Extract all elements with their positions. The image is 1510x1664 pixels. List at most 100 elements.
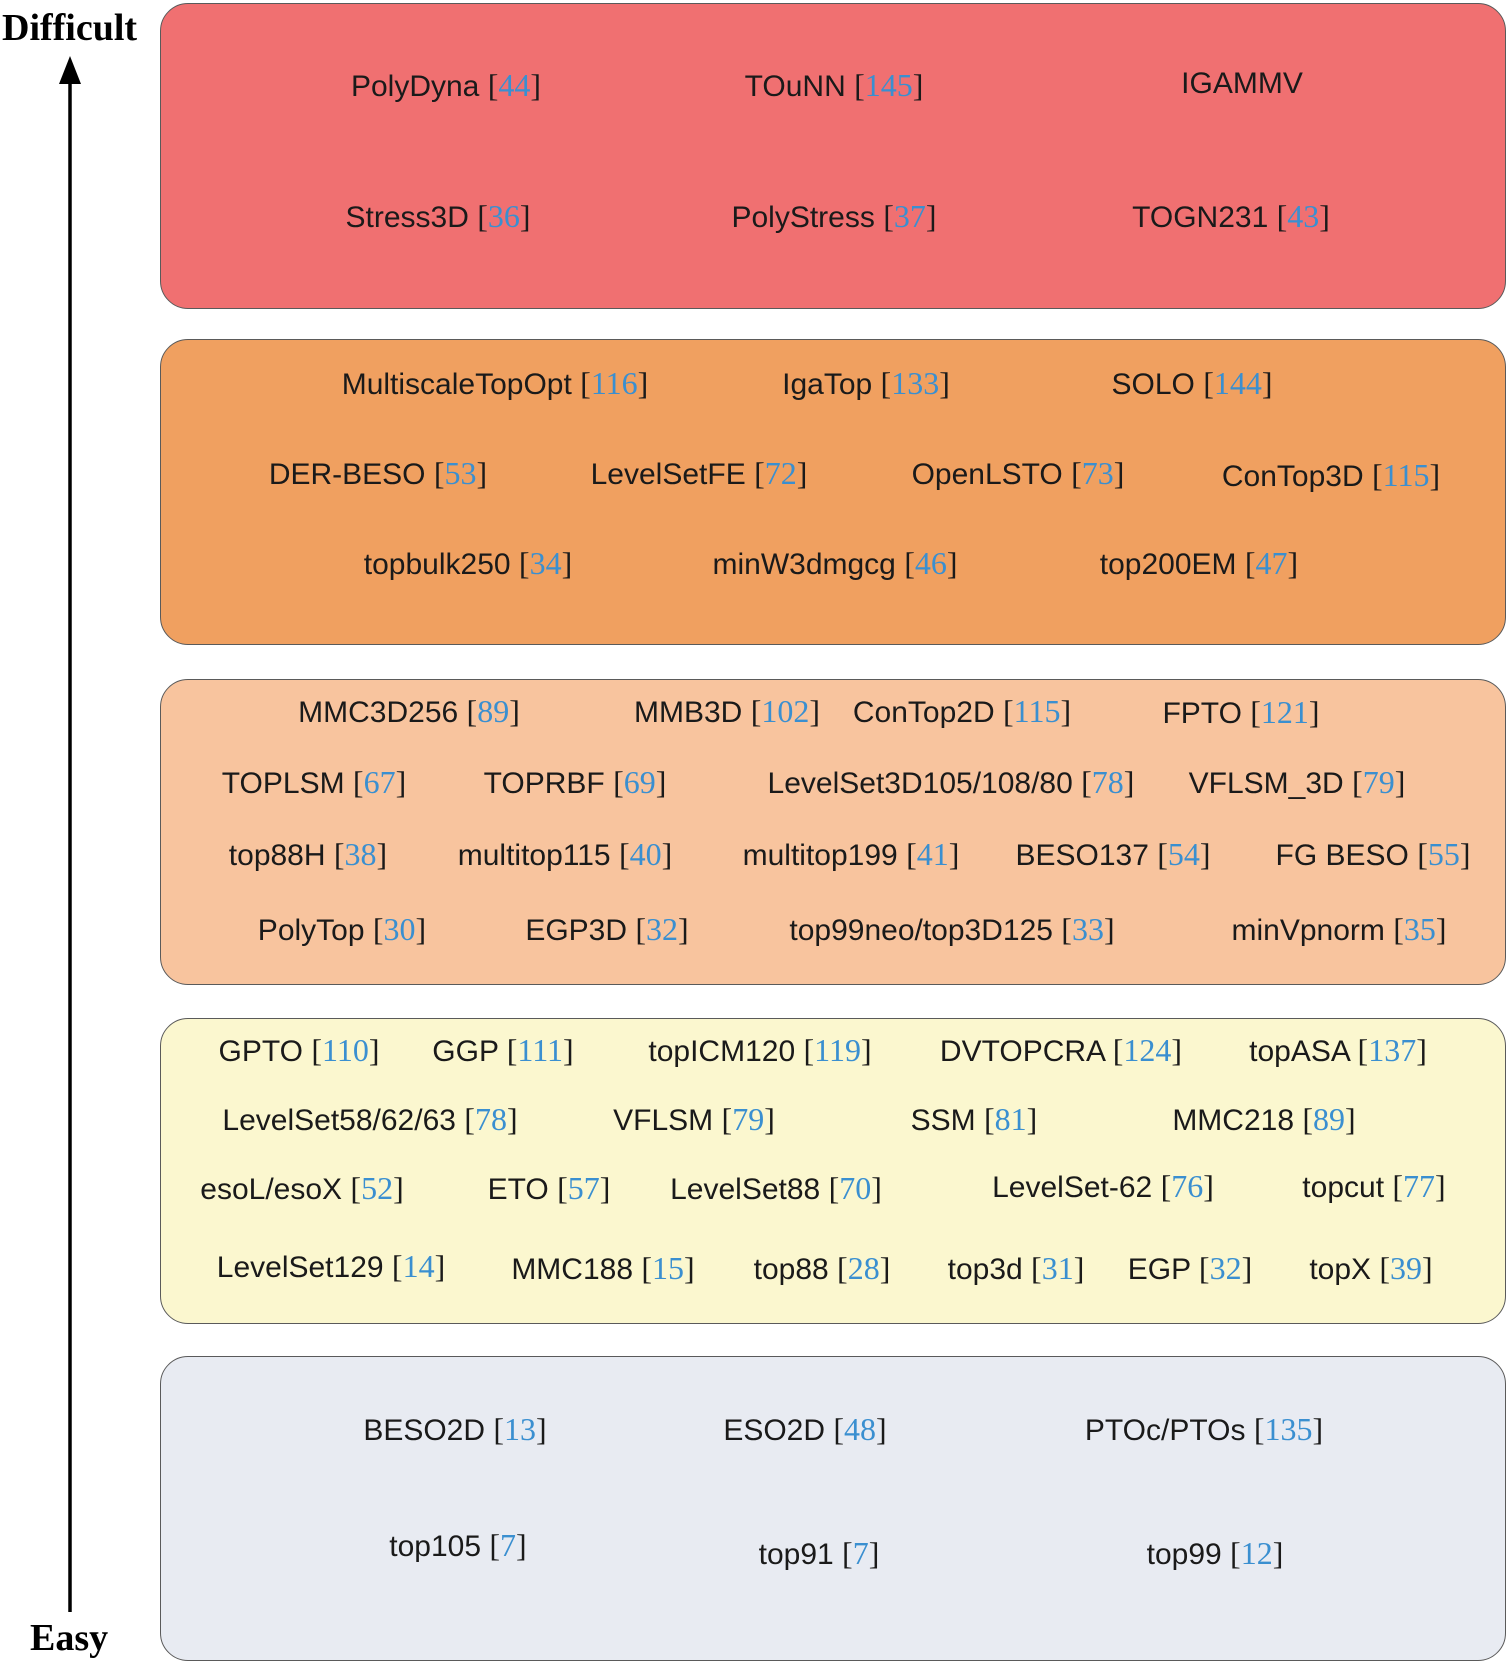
code-item: LevelSet129 [14]: [216, 1248, 446, 1284]
code-name: PolyTop: [257, 914, 365, 947]
code-name: MMC218: [1172, 1104, 1295, 1137]
code-item: multitop115 [40]: [457, 836, 673, 872]
code-item: multitop199 [41]: [742, 836, 960, 872]
reference-number[interactable]: 79: [1362, 764, 1395, 800]
code-name: top3d: [947, 1253, 1023, 1286]
code-item: PolyStress [37]: [731, 198, 937, 234]
reference-number[interactable]: 12: [1240, 1535, 1273, 1571]
code-item: SOLO [144]: [1111, 365, 1273, 401]
code-item: top88H [38]: [228, 836, 388, 872]
reference-number[interactable]: 7: [852, 1535, 869, 1571]
reference-number[interactable]: 39: [1390, 1250, 1423, 1286]
code-name: IGAMMV: [1181, 67, 1303, 100]
code-item: topASA [137]: [1249, 1032, 1427, 1068]
reference-number[interactable]: 7: [500, 1527, 517, 1563]
reference-number[interactable]: 47: [1255, 545, 1288, 581]
code-name: top200EM: [1099, 548, 1237, 581]
reference-number[interactable]: 145: [864, 67, 913, 103]
code-name: multitop115: [457, 839, 611, 872]
reference-number[interactable]: 89: [477, 693, 510, 729]
reference-number[interactable]: 110: [322, 1032, 369, 1068]
reference-number[interactable]: 37: [893, 198, 926, 234]
reference-number[interactable]: 144: [1213, 365, 1262, 401]
reference-number[interactable]: 38: [344, 836, 377, 872]
reference-number[interactable]: 72: [764, 455, 797, 491]
code-name: TOPLSM: [221, 767, 345, 800]
reference-number[interactable]: 52: [361, 1170, 394, 1206]
reference-number[interactable]: 78: [1091, 764, 1124, 800]
reference-number[interactable]: 133: [891, 365, 940, 401]
reference-number[interactable]: 34: [529, 545, 562, 581]
reference-number[interactable]: 111: [517, 1032, 564, 1068]
reference-number[interactable]: 73: [1081, 455, 1114, 491]
reference-number[interactable]: 67: [363, 764, 396, 800]
code-item: DER-BESO [53]: [268, 455, 488, 491]
reference-number[interactable]: 46: [914, 545, 947, 581]
reference-number[interactable]: 102: [761, 693, 810, 729]
reference-number[interactable]: 115: [1382, 457, 1430, 493]
code-name: topX: [1309, 1253, 1372, 1286]
reference-number[interactable]: 36: [487, 198, 520, 234]
code-name: top88H: [228, 839, 326, 872]
reference-number[interactable]: 119: [814, 1032, 861, 1068]
reference-number[interactable]: 89: [1313, 1101, 1346, 1137]
reference-number[interactable]: 81: [994, 1101, 1027, 1137]
reference-number[interactable]: 76: [1171, 1168, 1204, 1204]
reference-number[interactable]: 79: [732, 1101, 765, 1137]
reference-number[interactable]: 14: [402, 1248, 435, 1284]
code-item: MMC218 [89]: [1172, 1101, 1356, 1137]
code-name: EGP3D: [525, 914, 628, 947]
reference-number[interactable]: 32: [646, 911, 679, 947]
reference-number[interactable]: 48: [844, 1411, 877, 1447]
code-name: EGP: [1127, 1253, 1191, 1286]
reference-number[interactable]: 43: [1287, 198, 1320, 234]
reference-number[interactable]: 69: [623, 764, 656, 800]
reference-number[interactable]: 57: [567, 1170, 600, 1206]
reference-number[interactable]: 53: [444, 455, 477, 491]
reference-number[interactable]: 33: [1071, 911, 1104, 947]
reference-number[interactable]: 115: [1013, 693, 1061, 729]
code-item: esoL/esoX [52]: [200, 1170, 404, 1206]
code-name: Stress3D: [345, 201, 469, 234]
reference-number[interactable]: 121: [1260, 694, 1309, 730]
code-item: LevelSetFE [72]: [590, 455, 808, 491]
code-item: top200EM [47]: [1099, 545, 1299, 581]
code-name: DVTOPCRA: [939, 1035, 1105, 1068]
reference-number[interactable]: 54: [1167, 836, 1200, 872]
code-item: MMC188 [15]: [511, 1250, 695, 1286]
reference-number[interactable]: 116: [590, 365, 638, 401]
reference-number[interactable]: 32: [1209, 1250, 1242, 1286]
code-name: DER-BESO: [268, 458, 426, 491]
reference-number[interactable]: 40: [629, 836, 662, 872]
reference-number[interactable]: 124: [1123, 1032, 1172, 1068]
code-name: FPTO: [1162, 697, 1242, 730]
code-name: LevelSet-62: [992, 1171, 1153, 1204]
code-item: ETO [57]: [487, 1170, 611, 1206]
code-name: ConTop2D: [852, 696, 995, 729]
code-name: ESO2D: [723, 1414, 826, 1447]
reference-number[interactable]: 15: [652, 1250, 685, 1286]
code-name: ETO: [487, 1173, 549, 1206]
code-item: top105 [7]: [389, 1527, 527, 1563]
reference-number[interactable]: 78: [474, 1101, 507, 1137]
reference-number[interactable]: 35: [1403, 911, 1436, 947]
code-item: BESO2D [13]: [363, 1411, 547, 1447]
code-item: IGAMMV: [1181, 69, 1303, 99]
reference-number[interactable]: 30: [383, 911, 416, 947]
code-item: VFLSM_3D [79]: [1188, 764, 1406, 800]
reference-number[interactable]: 77: [1403, 1168, 1436, 1204]
code-name: MMC188: [511, 1253, 634, 1286]
reference-number[interactable]: 41: [916, 836, 949, 872]
code-name: MMC3D256: [298, 696, 459, 729]
code-item: PolyDyna [44]: [350, 67, 542, 103]
reference-number[interactable]: 55: [1427, 836, 1460, 872]
reference-number[interactable]: 137: [1368, 1032, 1417, 1068]
reference-number[interactable]: 13: [504, 1411, 537, 1447]
reference-number[interactable]: 135: [1264, 1411, 1313, 1447]
reference-number[interactable]: 44: [498, 67, 531, 103]
reference-number[interactable]: 31: [1041, 1250, 1074, 1286]
reference-number[interactable]: 70: [839, 1170, 872, 1206]
reference-number[interactable]: 28: [847, 1250, 880, 1286]
code-name: top99neo/top3D125: [789, 914, 1053, 947]
code-name: top105: [389, 1530, 482, 1563]
